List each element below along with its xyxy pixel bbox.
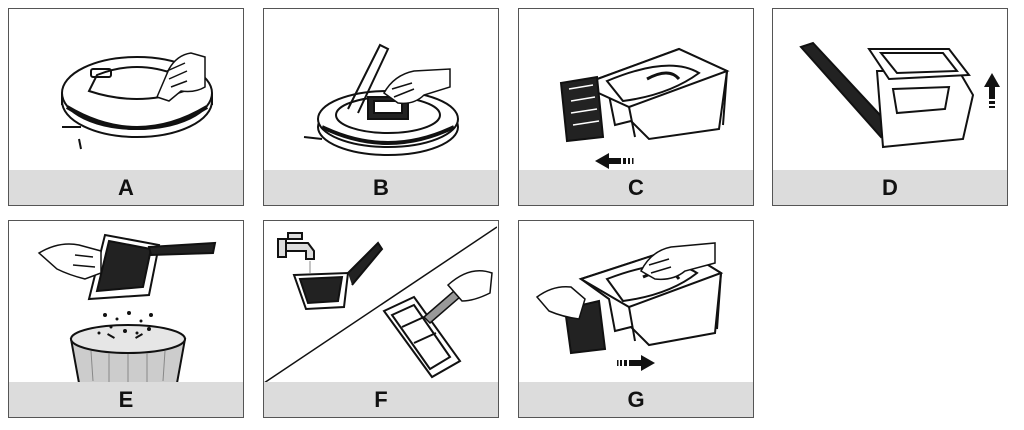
- step-label: A: [9, 170, 243, 205]
- filter-illustration: [384, 297, 460, 377]
- hand-icon: [157, 53, 205, 101]
- step-d-panel: D: [772, 8, 1008, 206]
- step-label: E: [9, 382, 243, 417]
- empty-dustbin-illustration: [9, 221, 242, 383]
- arrow-right-icon: [617, 355, 655, 371]
- arrow-left-icon: [595, 153, 634, 169]
- step-label: D: [773, 170, 1007, 205]
- step-e-panel: E: [8, 220, 244, 418]
- brush-icon: [424, 271, 492, 323]
- step-g-panel: G: [518, 220, 754, 418]
- step-f-panel: F: [263, 220, 499, 418]
- hand-icon: [537, 287, 585, 319]
- hand-icon: [384, 69, 450, 103]
- step-label: B: [264, 170, 498, 205]
- water-tap-icon: [278, 233, 314, 273]
- step-label: G: [519, 382, 753, 417]
- reinsert-filter-illustration: [519, 221, 752, 371]
- hand-icon: [641, 243, 715, 279]
- step-a-panel: A: [8, 8, 244, 206]
- arrow-up-icon: [984, 73, 1000, 108]
- step-label: F: [264, 382, 498, 417]
- step-b-panel: B: [263, 8, 499, 206]
- clean-dustbin-illustration: [264, 221, 497, 383]
- debris-particles: [97, 311, 153, 339]
- remove-dustbin-illustration: [264, 9, 497, 171]
- robot-cleaner-illustration: [9, 9, 242, 171]
- hand-icon: [39, 244, 101, 279]
- lift-lid-illustration: [773, 9, 1000, 171]
- step-c-panel: C: [518, 8, 754, 206]
- open-dustbin-illustration: [519, 9, 752, 169]
- step-label: C: [519, 170, 753, 205]
